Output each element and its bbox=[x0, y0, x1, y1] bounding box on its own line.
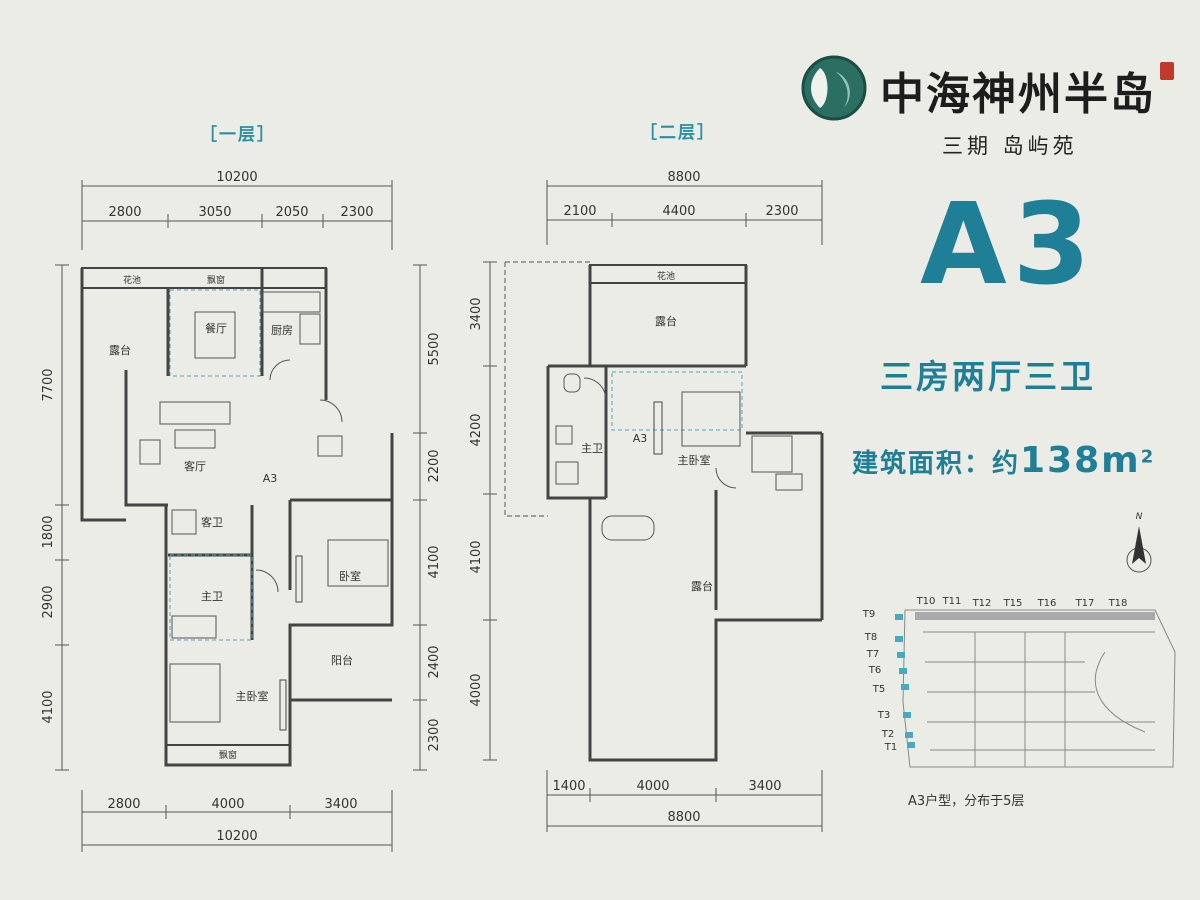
f1-left-dim-4: 4100 bbox=[41, 690, 56, 723]
f1-top-seg-4: 2300 bbox=[340, 205, 373, 220]
f1-room-living: 客厅 bbox=[184, 459, 206, 473]
area-sup: 2 bbox=[1140, 446, 1156, 468]
f1-right-dim-2: 2200 bbox=[427, 449, 442, 482]
f2-room-huachi: 花池 bbox=[657, 270, 675, 282]
brand-name: 中海神州半岛 bbox=[880, 69, 1156, 120]
f1-right-dim-1: 5500 bbox=[427, 332, 442, 365]
site-t16: T16 bbox=[1037, 598, 1057, 609]
unit-area: 建筑面积：约138m2 bbox=[852, 440, 1155, 481]
f1-room-master-bed: 主卧室 bbox=[236, 689, 269, 703]
floor2-title: ［二层］ bbox=[640, 123, 716, 143]
f2-top-seg-1: 2100 bbox=[563, 204, 596, 219]
f1-top-seg-3: 2050 bbox=[275, 205, 308, 220]
f1-bottom-seg-3: 3400 bbox=[324, 797, 357, 812]
north-arrow-icon: N bbox=[1126, 512, 1152, 573]
f1-room-guest-bath: 客卫 bbox=[201, 515, 223, 529]
f1-bottom-seg-1: 2800 bbox=[107, 797, 140, 812]
site-t18: T18 bbox=[1108, 598, 1128, 609]
f2-room-master-bed: 主卧室 bbox=[678, 453, 711, 467]
f1-unit-mark: A3 bbox=[263, 472, 278, 485]
f1-room-bedroom: 卧室 bbox=[339, 569, 361, 583]
f1-top-seg-1: 2800 bbox=[108, 205, 141, 220]
f2-bottom-total: 8800 bbox=[667, 810, 700, 825]
unit-layout: 三房两厅三卫 bbox=[880, 357, 1096, 396]
site-t12: T12 bbox=[972, 598, 992, 609]
site-t3: T3 bbox=[877, 710, 890, 721]
unit-code: A3 bbox=[920, 180, 1097, 310]
f2-bottom-seg-3: 3400 bbox=[748, 779, 781, 794]
site-t7: T7 bbox=[866, 649, 879, 660]
f1-top-total: 10200 bbox=[216, 170, 257, 185]
f1-room-kitchen: 厨房 bbox=[271, 324, 293, 337]
f2-room-terrace-top: 露台 bbox=[655, 314, 677, 328]
f1-bottom-total: 10200 bbox=[216, 829, 257, 844]
f1-room-piaochuang-bottom: 飘窗 bbox=[219, 749, 237, 761]
site-t11: T11 bbox=[942, 596, 962, 607]
brand-seal-icon bbox=[1160, 62, 1174, 80]
f2-left-dim-2: 4200 bbox=[469, 413, 484, 446]
site-t9: T9 bbox=[862, 609, 875, 620]
f1-left-dim-3: 2900 bbox=[41, 585, 56, 618]
area-label: 建筑面积：约 bbox=[852, 449, 1021, 479]
floor-plans: 10200 2800 3050 2050 2300 2800 4000 3400… bbox=[41, 170, 824, 852]
f1-room-piaochuang-top: 飘窗 bbox=[207, 274, 225, 286]
area-unit: m bbox=[1101, 440, 1141, 481]
brand-logo-icon bbox=[800, 54, 868, 122]
f1-room-huachi: 花池 bbox=[123, 274, 141, 286]
f1-room-balcony: 阳台 bbox=[331, 653, 353, 667]
f2-left-dim-1: 3400 bbox=[469, 297, 484, 330]
f2-left-dim-3: 4100 bbox=[469, 540, 484, 573]
f1-top-seg-2: 3050 bbox=[198, 205, 231, 220]
f2-top-seg-3: 2300 bbox=[765, 204, 798, 219]
f2-room-master-bath: 主卫 bbox=[581, 442, 603, 455]
site-t17: T17 bbox=[1075, 598, 1095, 609]
site-t15: T15 bbox=[1003, 598, 1023, 609]
site-t1: T1 bbox=[884, 742, 897, 753]
f2-left-dim-4: 4000 bbox=[469, 673, 484, 706]
f1-room-terrace: 露台 bbox=[109, 343, 131, 357]
f2-unit-mark: A3 bbox=[633, 432, 648, 445]
site-t2: T2 bbox=[881, 729, 894, 740]
phase-label: 三期 岛屿苑 bbox=[942, 134, 1078, 158]
f1-bottom-seg-2: 4000 bbox=[211, 797, 244, 812]
distribution-note: A3户型，分布于5层 bbox=[908, 794, 1025, 809]
site-t6: T6 bbox=[868, 665, 881, 676]
site-t8: T8 bbox=[864, 632, 877, 643]
f1-left-dim-1: 7700 bbox=[41, 368, 56, 401]
f2-bottom-seg-1: 1400 bbox=[552, 779, 585, 794]
f1-right-dim-5: 2300 bbox=[427, 718, 442, 751]
f1-room-master-bath: 主卫 bbox=[201, 590, 223, 603]
site-t10: T10 bbox=[916, 596, 936, 607]
area-value: 138 bbox=[1020, 440, 1102, 481]
f2-bottom-seg-2: 4000 bbox=[636, 779, 669, 794]
floor1-title: ［一层］ bbox=[200, 125, 276, 145]
f1-room-dining: 餐厅 bbox=[205, 321, 227, 335]
f2-top-total: 8800 bbox=[667, 170, 700, 185]
site-t5: T5 bbox=[872, 684, 885, 695]
f2-top-seg-2: 4400 bbox=[662, 204, 695, 219]
f2-room-terrace-bottom: 露台 bbox=[691, 579, 713, 593]
site-plan: T10 T11 T12 T15 T16 T17 T18 T9 T8 T7 T6 … bbox=[862, 596, 1176, 768]
f1-left-dim-2: 1800 bbox=[41, 515, 56, 548]
north-label: N bbox=[1136, 512, 1143, 522]
f1-right-dim-4: 2400 bbox=[427, 645, 442, 678]
f1-right-dim-3: 4100 bbox=[427, 545, 442, 578]
